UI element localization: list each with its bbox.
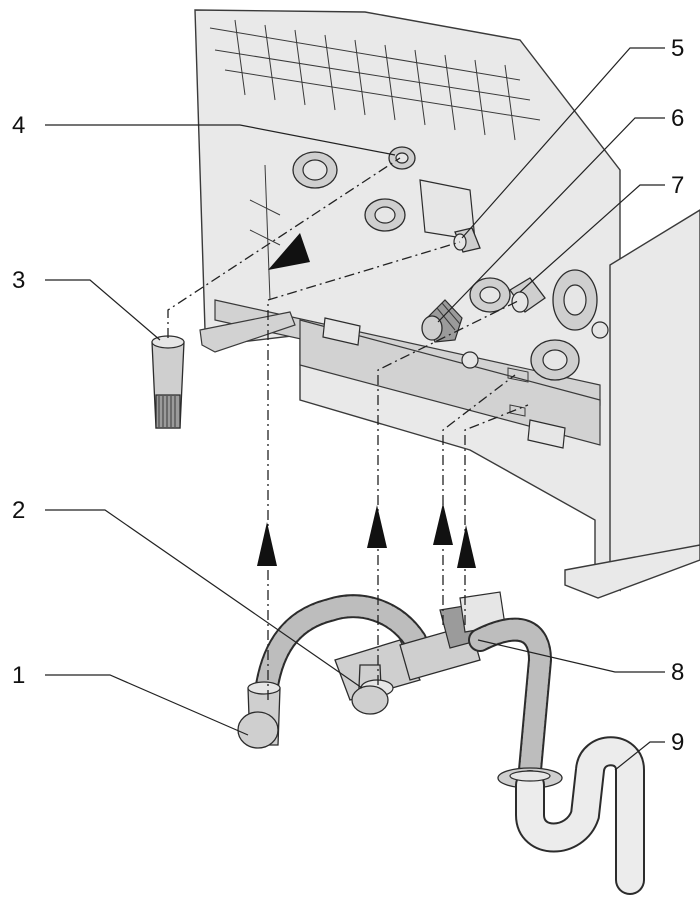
arrow-up-right-a	[433, 503, 453, 545]
arrow-up-mid	[367, 505, 387, 548]
callout-5: 5	[671, 35, 684, 62]
callout-6: 6	[671, 105, 684, 132]
callout-9: 9	[671, 729, 684, 756]
siphon-9	[497, 736, 645, 895]
fitting-7	[509, 277, 546, 313]
callout-2: 2	[12, 497, 25, 524]
water-connections	[249, 151, 609, 381]
callout-3: 3	[12, 267, 25, 294]
leader-lines	[45, 47, 665, 771]
arrow-up-right-b	[457, 525, 476, 568]
callout-1: 1	[12, 662, 25, 689]
callout-7: 7	[671, 172, 684, 199]
callout-4: 4	[12, 112, 25, 139]
condensate-hose-assembly	[237, 591, 553, 782]
fitting-6	[421, 299, 463, 343]
cap-3	[151, 335, 185, 429]
direction-arrows	[257, 233, 476, 568]
boiler-underside	[194, 9, 700, 599]
callout-8: 8	[671, 659, 684, 686]
fitting-4	[388, 146, 416, 170]
assembly-paths	[167, 157, 529, 700]
arrow-diagonal	[268, 233, 310, 270]
arrow-up-left	[257, 522, 277, 566]
